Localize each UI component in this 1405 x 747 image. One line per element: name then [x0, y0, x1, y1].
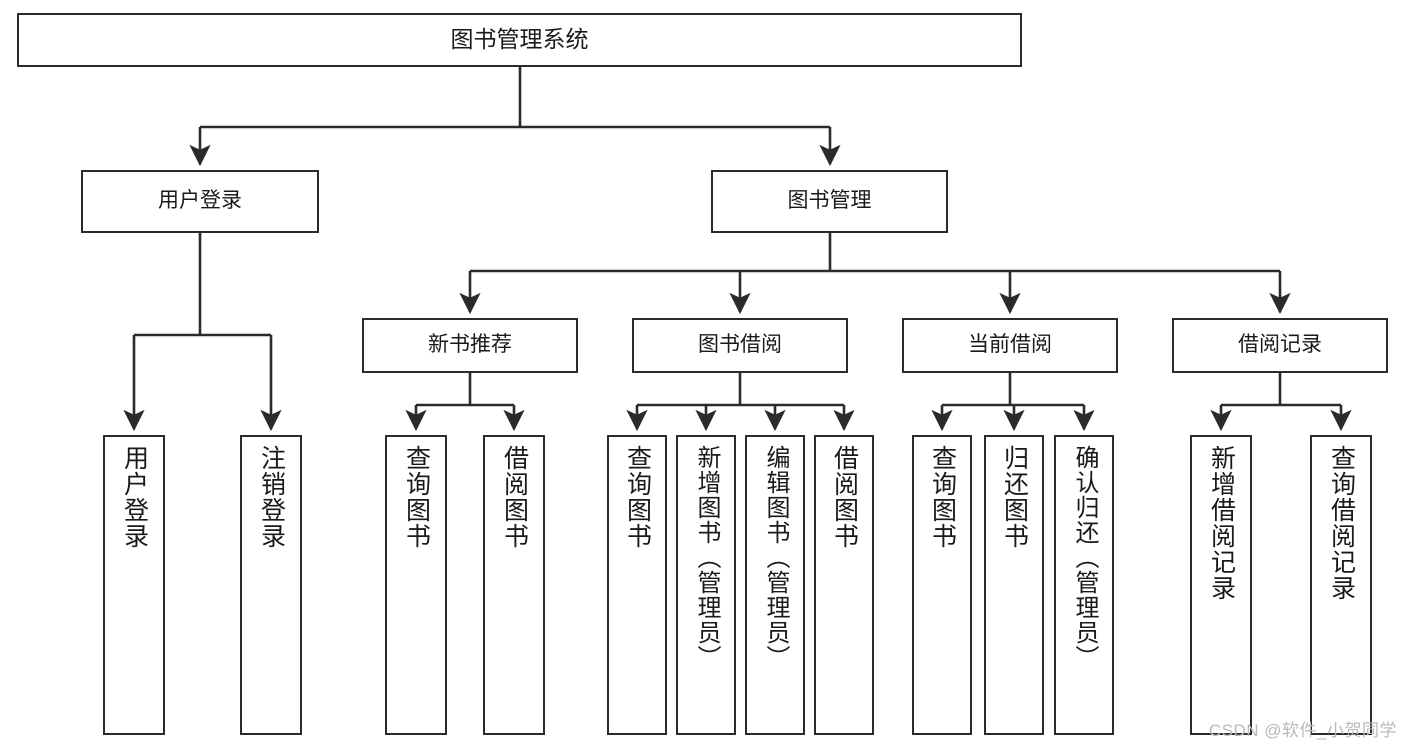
node-leaf-logout-label: 注销登录: [257, 445, 286, 549]
node-leaf-logout[interactable]: 注销登录: [240, 435, 302, 735]
node-leaf-user-login[interactable]: 用户登录: [103, 435, 165, 735]
node-leaf-add-record-label: 新增借阅记录: [1207, 445, 1236, 601]
node-user-login-label: 用户登录: [158, 189, 242, 213]
node-current-borrow[interactable]: 当前借阅: [902, 318, 1118, 373]
node-root-label: 图书管理系统: [450, 26, 589, 53]
node-leaf-query-book-cur-label: 查询图书: [928, 445, 957, 549]
node-leaf-user-login-label: 用户登录: [120, 445, 149, 549]
node-leaf-query-book-rec-label: 查询图书: [402, 445, 431, 549]
node-leaf-confirm-return[interactable]: 确认归还（管理员）: [1054, 435, 1114, 735]
node-leaf-query-book-cur[interactable]: 查询图书: [912, 435, 972, 735]
node-book-borrow-label: 图书借阅: [698, 333, 782, 357]
node-leaf-edit-book-label: 编辑图书（管理员）: [761, 445, 789, 670]
node-leaf-return-book-label: 归还图书: [1000, 445, 1029, 549]
node-leaf-add-record[interactable]: 新增借阅记录: [1190, 435, 1252, 735]
node-leaf-borrow-book[interactable]: 借阅图书: [814, 435, 874, 735]
node-book-manage-label: 图书管理: [787, 189, 872, 213]
node-book-borrow[interactable]: 图书借阅: [632, 318, 848, 373]
node-leaf-query-book-rec[interactable]: 查询图书: [385, 435, 447, 735]
node-new-book-recommend[interactable]: 新书推荐: [362, 318, 578, 373]
node-leaf-borrow-book-rec-label: 借阅图书: [500, 445, 529, 549]
node-leaf-query-book-borrow[interactable]: 查询图书: [607, 435, 667, 735]
node-borrow-record[interactable]: 借阅记录: [1172, 318, 1388, 373]
node-book-manage[interactable]: 图书管理: [711, 170, 948, 233]
node-leaf-borrow-book-rec[interactable]: 借阅图书: [483, 435, 545, 735]
node-leaf-confirm-return-label: 确认归还（管理员）: [1070, 445, 1098, 670]
node-leaf-borrow-book-label: 借阅图书: [830, 445, 859, 549]
node-current-borrow-label: 当前借阅: [968, 333, 1052, 357]
node-user-login[interactable]: 用户登录: [81, 170, 319, 233]
node-leaf-add-book-label: 新增图书（管理员）: [692, 445, 720, 670]
node-root[interactable]: 图书管理系统: [17, 13, 1022, 67]
node-leaf-edit-book[interactable]: 编辑图书（管理员）: [745, 435, 805, 735]
node-borrow-record-label: 借阅记录: [1238, 333, 1322, 357]
node-new-book-recommend-label: 新书推荐: [428, 333, 512, 357]
node-leaf-add-book[interactable]: 新增图书（管理员）: [676, 435, 736, 735]
node-leaf-query-record[interactable]: 查询借阅记录: [1310, 435, 1372, 735]
node-leaf-return-book[interactable]: 归还图书: [984, 435, 1044, 735]
node-leaf-query-book-borrow-label: 查询图书: [623, 445, 652, 549]
node-leaf-query-record-label: 查询借阅记录: [1327, 445, 1356, 601]
